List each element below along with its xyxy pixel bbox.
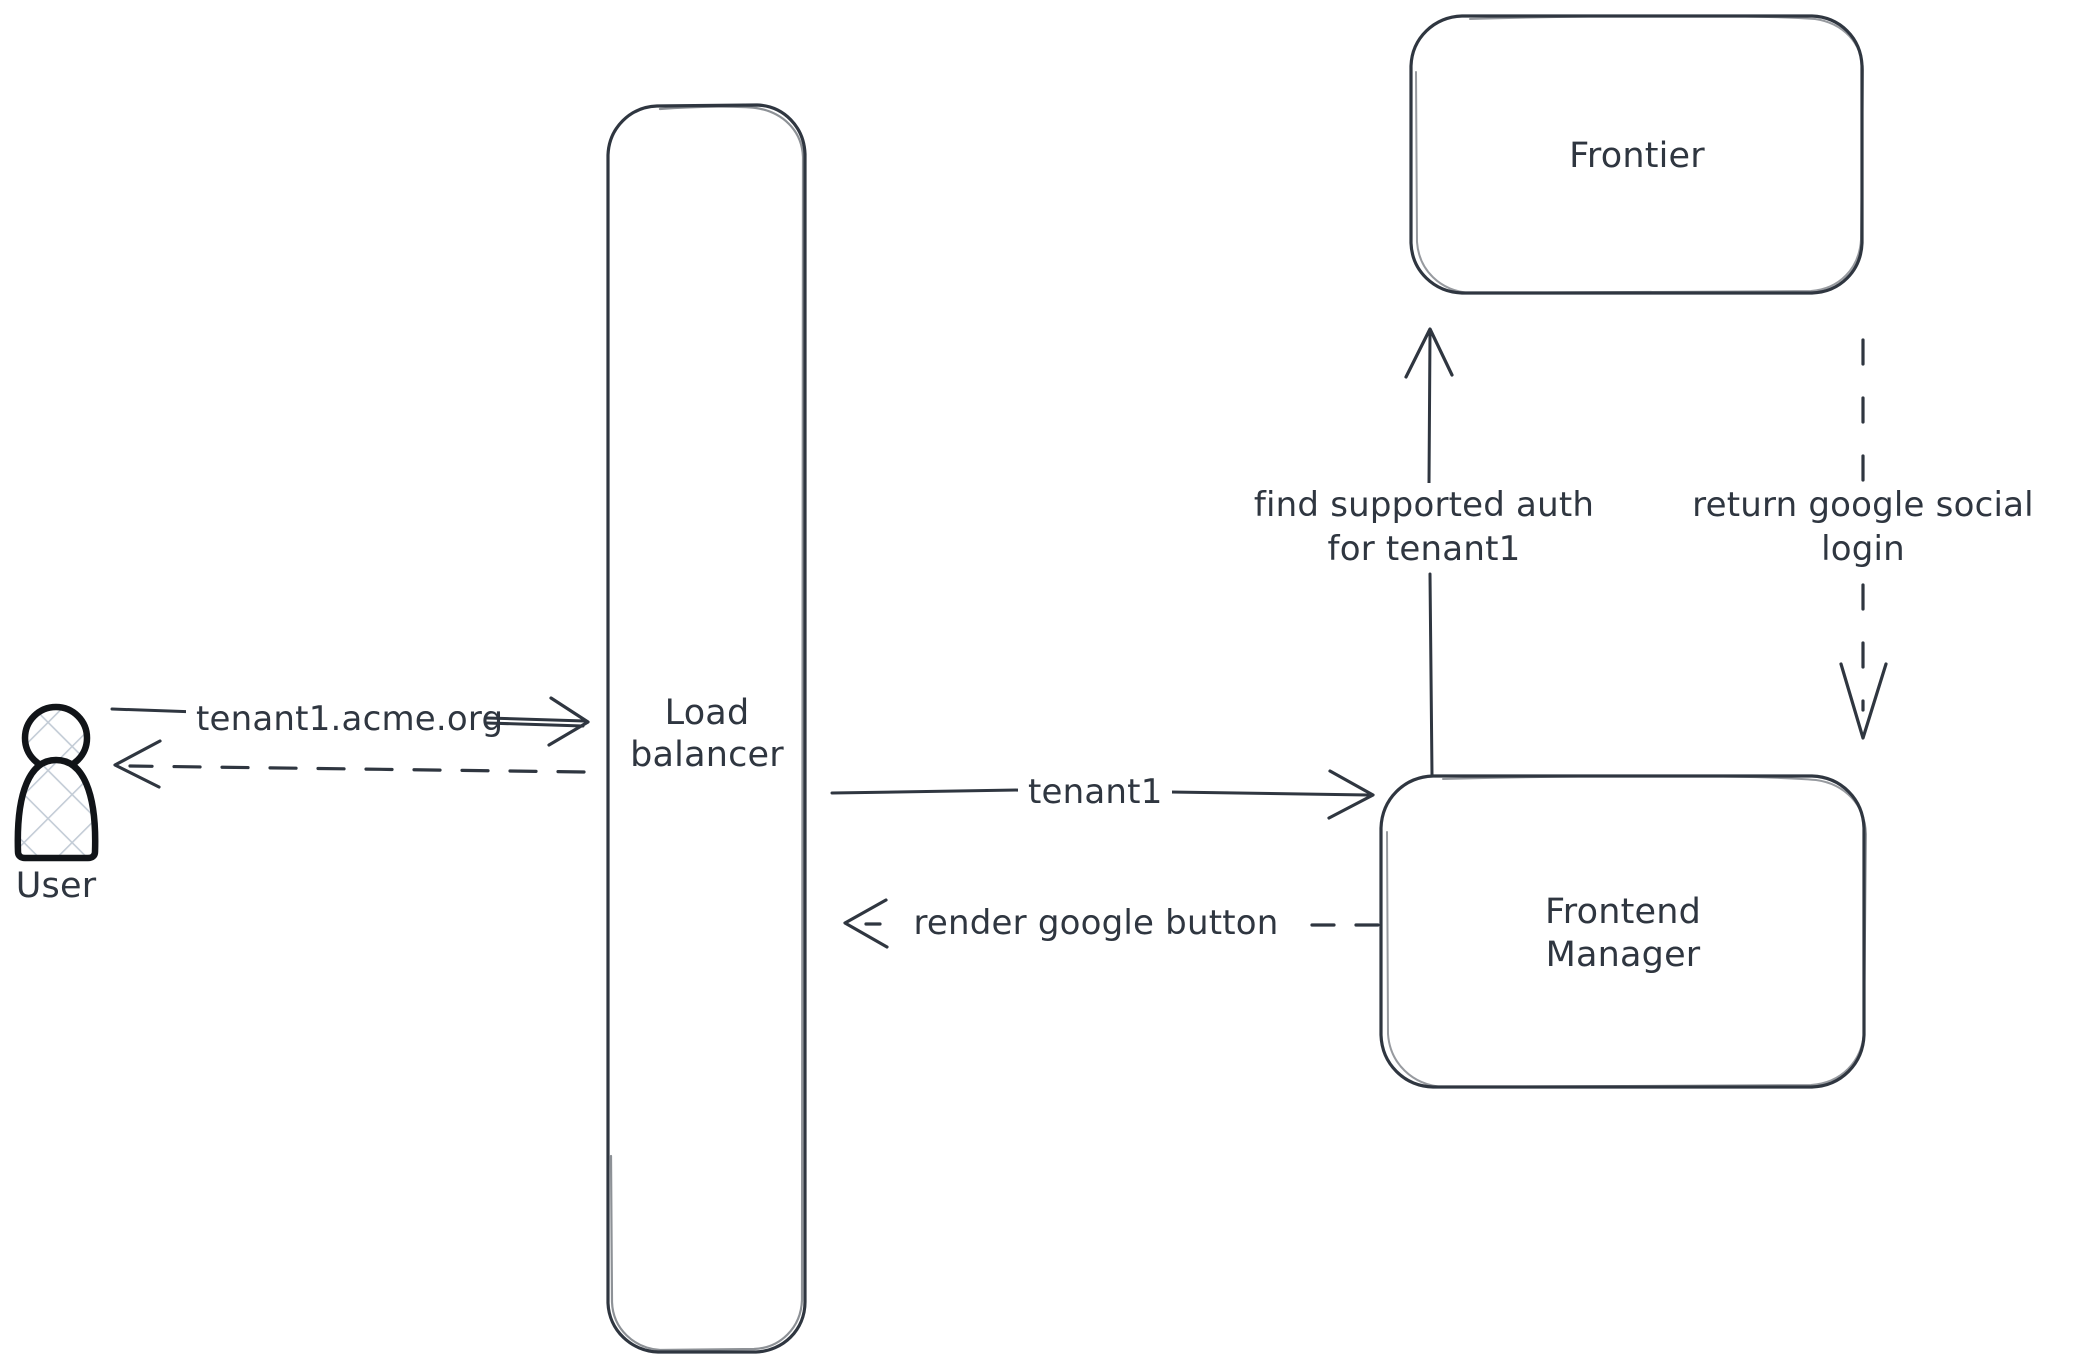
load-balancer-shape[interactable] — [606, 103, 807, 1354]
edge-frontier-to-fm — [1839, 338, 1888, 740]
edge-fm-to-frontier — [1404, 327, 1454, 777]
user-actor-icon — [14, 703, 99, 862]
frontend-manager-shape[interactable] — [1379, 774, 1867, 1089]
edge-lb-to-fm — [830, 769, 1375, 820]
edge-fm-to-lb — [843, 898, 1380, 949]
frontier-shape[interactable] — [1409, 14, 1864, 295]
edge-lb-to-user — [113, 739, 586, 789]
edge-user-to-lb — [110, 696, 590, 747]
